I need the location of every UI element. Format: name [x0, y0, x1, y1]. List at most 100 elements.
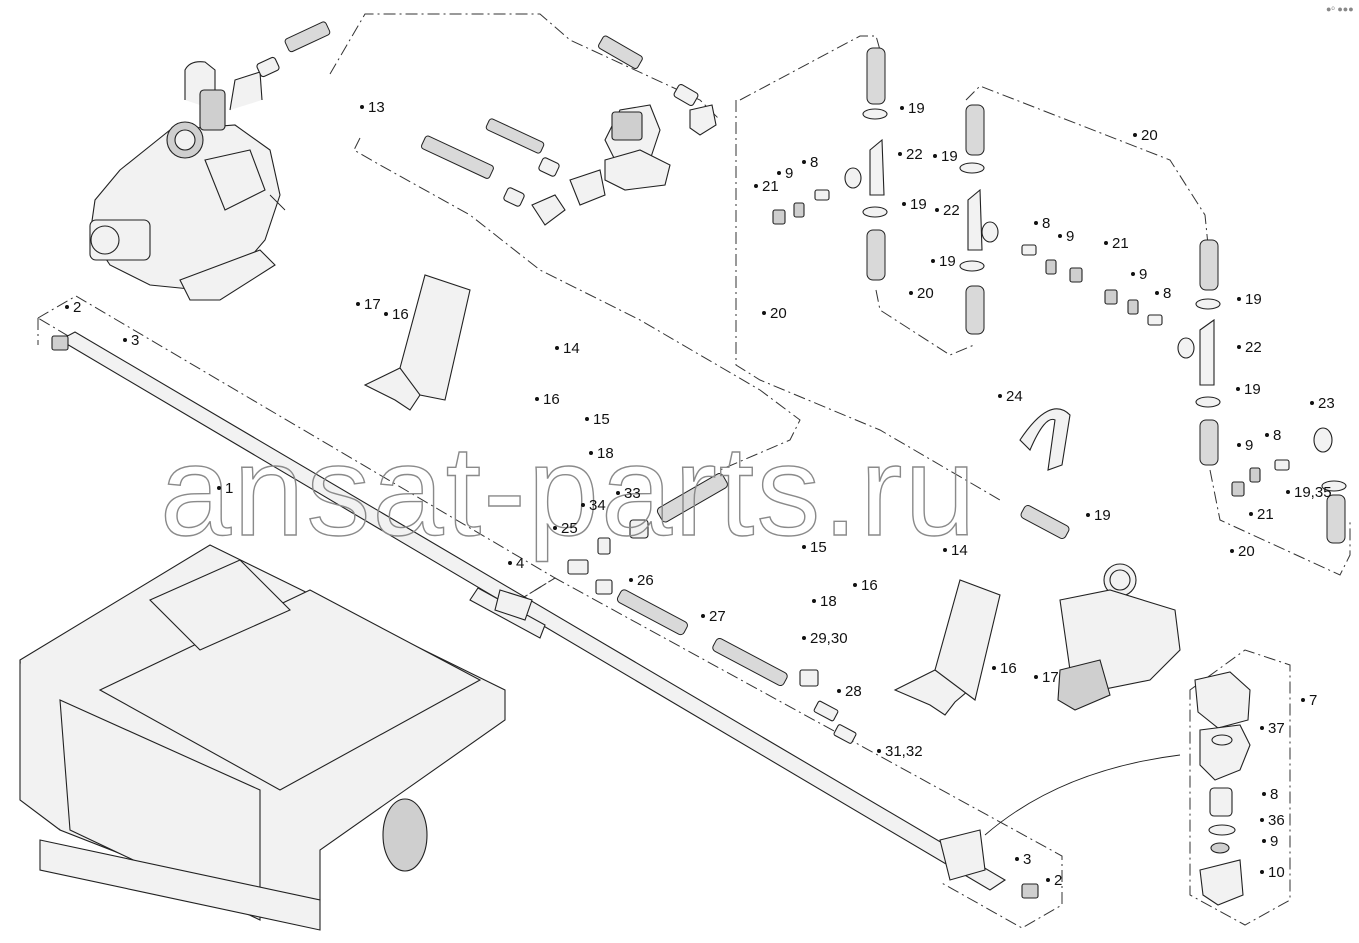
- boom-bar: [51, 331, 1039, 899]
- callout-dot-c-19c: [902, 202, 906, 206]
- bracket-plates: [363, 274, 1001, 716]
- callout-dot-c-2a: [65, 305, 69, 309]
- callout-dot-c-17b: [1034, 675, 1038, 679]
- callout-dot-c-19g: [1086, 513, 1090, 517]
- callout-dot-c-19f: [1236, 387, 1240, 391]
- callout-dot-c-10: [1260, 870, 1264, 874]
- callout-c-14a: 14: [563, 340, 580, 357]
- callout-c-33: 33: [624, 485, 641, 502]
- pump-hoses: [256, 21, 717, 136]
- callout-c-19c: 19: [910, 196, 927, 213]
- callout-dot-c-14a: [555, 346, 559, 350]
- callout-c-20b: 20: [917, 285, 934, 302]
- callout-dot-c-9a: [777, 171, 781, 175]
- callout-dot-c-16d: [992, 666, 996, 670]
- callout-dot-c-3132: [877, 749, 881, 753]
- chassis-frame: [19, 544, 506, 931]
- callout-c-4: 4: [516, 555, 524, 572]
- corner-mark: ●ᵒ ●●●: [1326, 4, 1354, 14]
- callout-c-21b: 21: [1112, 235, 1129, 252]
- callout-c-9d: 9: [1245, 437, 1253, 454]
- callout-dot-c-15b: [802, 545, 806, 549]
- callout-dot-c-9c: [1131, 272, 1135, 276]
- callout-c-8c: 8: [1163, 285, 1171, 302]
- callout-dot-c-25: [553, 526, 557, 530]
- callout-dot-c-27: [701, 614, 705, 618]
- callout-dot-c-14b: [943, 548, 947, 552]
- callout-c-20a: 20: [1141, 127, 1158, 144]
- callout-dot-c-4: [508, 561, 512, 565]
- callout-dot-c-21a: [754, 184, 758, 188]
- callout-c-20c: 20: [770, 305, 787, 322]
- callout-dot-c-16b: [535, 397, 539, 401]
- callout-dot-c-22b: [935, 208, 939, 212]
- callout-dot-c-2b: [1046, 878, 1050, 882]
- callout-c-19b: 19: [941, 148, 958, 165]
- callout-dot-c-26: [629, 578, 633, 582]
- callout-dot-c-20d: [1230, 549, 1234, 553]
- callout-c-13: 13: [368, 99, 385, 116]
- callout-dot-c-24: [998, 394, 1002, 398]
- callout-dot-c-28: [837, 689, 841, 693]
- callout-c-3132: 31,32: [885, 743, 923, 760]
- callout-c-22c: 22: [1245, 339, 1262, 356]
- callout-dot-c-9e: [1262, 839, 1266, 843]
- callout-c-19d: 19: [939, 253, 956, 270]
- callout-c-2a: 2: [73, 299, 81, 316]
- callout-c-34: 34: [589, 497, 606, 514]
- callout-dot-c-20c: [762, 311, 766, 315]
- callout-dot-c-8a: [802, 160, 806, 164]
- callout-c-19f: 19: [1244, 381, 1261, 398]
- callout-dot-c-22a: [898, 152, 902, 156]
- callout-dot-c-8e: [1262, 792, 1266, 796]
- callout-dot-c-19a: [900, 106, 904, 110]
- callout-c-2930: 29,30: [810, 630, 848, 647]
- callout-dot-c-19d: [931, 259, 935, 263]
- nozzle-branch-fittings: [772, 47, 1347, 544]
- callout-dot-c-2930: [802, 636, 806, 640]
- callout-c-14b: 14: [951, 542, 968, 559]
- callout-c-15a: 15: [593, 411, 610, 428]
- callout-dot-c-16c: [853, 583, 857, 587]
- callout-dot-c-3b: [1015, 857, 1019, 861]
- callout-dot-c-34: [581, 503, 585, 507]
- callout-dot-c-9b: [1058, 234, 1062, 238]
- callout-c-22a: 22: [906, 146, 923, 163]
- callout-dot-c-19b: [933, 154, 937, 158]
- callout-c-16b: 16: [543, 391, 560, 408]
- callout-c-19e: 19: [1245, 291, 1262, 308]
- callout-c-27: 27: [709, 608, 726, 625]
- callout-c-24: 24: [1006, 388, 1023, 405]
- callout-c-21a: 21: [762, 178, 779, 195]
- callout-c-17a: 17: [364, 296, 381, 313]
- callout-c-9a: 9: [785, 165, 793, 182]
- callout-c-9b: 9: [1066, 228, 1074, 245]
- callout-c-21c: 21: [1257, 506, 1274, 523]
- callout-dot-c-7: [1301, 698, 1305, 702]
- callout-c-19g: 19: [1094, 507, 1111, 524]
- pump-assembly: [89, 61, 286, 301]
- callout-dot-c-19e: [1237, 297, 1241, 301]
- callout-c-25: 25: [561, 520, 578, 537]
- callout-dot-c-17a: [356, 302, 360, 306]
- callout-c-15b: 15: [810, 539, 827, 556]
- callout-dot-c-18a: [589, 451, 593, 455]
- callout-c-9e: 9: [1270, 833, 1278, 850]
- middle-hose-run: [567, 408, 1181, 744]
- callout-c-8d: 8: [1273, 427, 1281, 444]
- callout-c-3a: 3: [131, 332, 139, 349]
- nozzle-body: [984, 671, 1251, 906]
- callout-c-16d: 16: [1000, 660, 1017, 677]
- callout-c-23: 23: [1318, 395, 1335, 412]
- callout-dot-c-15a: [585, 417, 589, 421]
- callout-c-20d: 20: [1238, 543, 1255, 560]
- callout-c-1: 1: [225, 480, 233, 497]
- callout-c-37: 37: [1268, 720, 1285, 737]
- callout-c-19a: 19: [908, 100, 925, 117]
- callout-c-26: 26: [637, 572, 654, 589]
- callout-c-7: 7: [1309, 692, 1317, 709]
- callout-c-22b: 22: [943, 202, 960, 219]
- callout-c-36: 36: [1268, 812, 1285, 829]
- callout-dot-c-21b: [1104, 241, 1108, 245]
